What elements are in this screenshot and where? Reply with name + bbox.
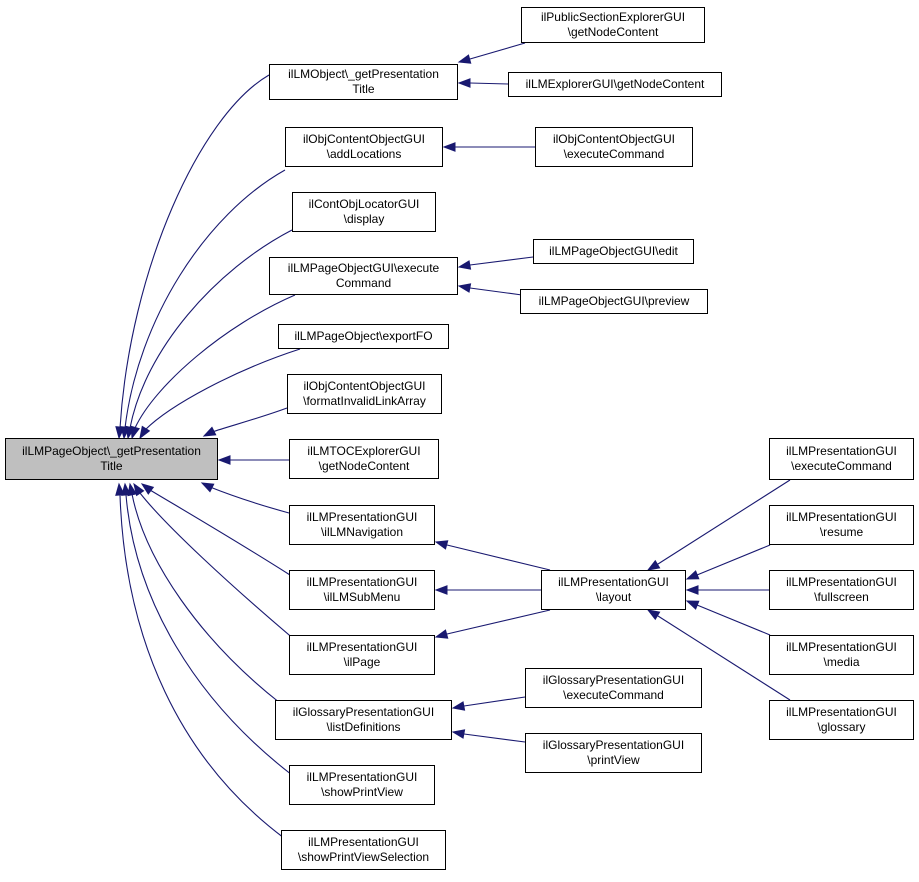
node-presentation-lm-navigation[interactable]: ilLMPresentationGUI \ilLMNavigation <box>289 505 435 545</box>
edge-export_fo-to-root <box>145 349 300 430</box>
node-toc-explorer-get-node-content[interactable]: ilLMTOCExplorerGUI \getNodeContent <box>289 439 439 479</box>
edge-lmobject_gpt-to-root <box>120 75 269 428</box>
node-presentation-show-print-view-selection[interactable]: ilLMPresentationGUI \showPrintViewSelect… <box>281 830 446 870</box>
node-page-object-gui-execute-command[interactable]: ilLMPageObjectGUI\execute Command <box>269 257 458 295</box>
edge-obj_format-to-root <box>212 408 287 432</box>
arrowhead-pres_full-to-pres_layout <box>687 586 698 594</box>
edge-tail-pres_sub-to-root <box>150 490 151 491</box>
node-presentation-media[interactable]: ilLMPresentationGUI \media <box>769 635 914 675</box>
arrowhead-glo_exec-to-glo_list <box>453 702 465 710</box>
edge-pres_layout-to-pres_nav <box>447 545 550 570</box>
node-presentation-execute-command[interactable]: ilLMPresentationGUI \executeCommand <box>769 438 914 480</box>
node-presentation-il-page[interactable]: ilLMPresentationGUI \ilPage <box>289 635 435 675</box>
edge-pres_sub-to-root <box>150 490 290 575</box>
arrowhead-toc-to-root <box>219 456 230 464</box>
edge-tail-export_fo-to-root <box>145 429 146 430</box>
edge-glo_list-to-root <box>132 494 280 703</box>
arrowhead-pog_edit-to-pog_exec <box>459 261 471 269</box>
arrowhead-pres_layout-to-pres_nav <box>436 541 448 549</box>
node-presentation-resume[interactable]: ilLMPresentationGUI \resume <box>769 505 914 545</box>
node-obj-content-add-locations[interactable]: ilObjContentObjectGUI \addLocations <box>285 127 443 167</box>
node-glossary-execute-command[interactable]: ilGlossaryPresentationGUI \executeComman… <box>525 668 702 708</box>
arrowhead-pres_gloss-to-pres_layout <box>648 610 660 619</box>
arrowhead-lm_explorer-to-lmobject_gpt <box>459 79 470 87</box>
node-obj-content-execute-command[interactable]: ilObjContentObjectGUI \executeCommand <box>535 127 693 167</box>
arrowhead-export_fo-to-root <box>140 426 149 438</box>
edge-lm_explorer-to-lmobject_gpt <box>470 83 508 84</box>
arrowhead-pres_layout-to-pres_sub <box>436 586 447 594</box>
edge-glo_print-to-glo_list <box>464 734 525 742</box>
node-lmobject-get-presentation-title[interactable]: ilLMObject\_getPresentation Title <box>269 64 458 100</box>
edge-pub_section-to-lmobject_gpt <box>470 43 525 59</box>
arrowhead-pres_exec-to-pres_layout <box>648 561 660 570</box>
edge-pres_layout-to-pres_page <box>447 610 550 634</box>
node-lm-explorer[interactable]: ilLMExplorerGUI\getNodeContent <box>508 72 722 97</box>
node-glossary-list-definitions[interactable]: ilGlossaryPresentationGUI \listDefinitio… <box>275 700 452 740</box>
node-public-section-explorer[interactable]: ilPublicSectionExplorerGUI \getNodeConte… <box>521 7 705 43</box>
node-presentation-glossary[interactable]: ilLMPresentationGUI \glossary <box>769 700 914 740</box>
node-glossary-print-view[interactable]: ilGlossaryPresentationGUI \printView <box>525 733 702 773</box>
node-root: ilLMPageObject\_getPresentation Title <box>5 438 218 480</box>
node-obj-content-format-invalid-link-array[interactable]: ilObjContentObjectGUI \formatInvalidLink… <box>287 374 442 414</box>
arrowhead-obj_format-to-root <box>204 427 216 436</box>
node-presentation-layout[interactable]: ilLMPresentationGUI \layout <box>541 570 686 610</box>
edge-pres_print_sel-to-root <box>120 495 284 838</box>
arrowhead-pog_preview-to-pog_exec <box>459 284 471 292</box>
node-presentation-show-print-view[interactable]: ilLMPresentationGUI \showPrintView <box>289 765 435 805</box>
edge-pog_edit-to-pog_exec <box>470 257 533 265</box>
arrowhead-pub_section-to-lmobject_gpt <box>459 55 471 63</box>
arrowhead-pres_sub-to-root <box>142 484 153 494</box>
edge-pog_exec-to-root <box>135 295 295 428</box>
arrowhead-glo_print-to-glo_list <box>453 730 465 738</box>
node-page-object-gui-preview[interactable]: ilLMPageObjectGUI\preview <box>520 289 708 314</box>
edge-pres_resume-to-pres_layout <box>697 545 770 575</box>
node-cont-obj-locator-display[interactable]: ilContObjLocatorGUI \display <box>292 192 436 232</box>
node-page-object-export-fo[interactable]: ilLMPageObject\exportFO <box>278 324 449 349</box>
arrowhead-obj_exec-to-obj_add <box>444 143 455 151</box>
edge-pres_nav-to-root <box>210 487 289 513</box>
node-presentation-fullscreen[interactable]: ilLMPresentationGUI \fullscreen <box>769 570 914 610</box>
edge-pres_page-to-root <box>140 493 295 640</box>
edge-glo_exec-to-glo_list <box>464 697 525 706</box>
node-page-object-gui-edit[interactable]: ilLMPageObjectGUI\edit <box>533 239 694 264</box>
arrowhead-pres_nav-to-root <box>202 483 214 492</box>
node-presentation-lm-sub-menu[interactable]: ilLMPresentationGUI \ilLMSubMenu <box>289 570 435 610</box>
edge-pog_preview-to-pog_exec <box>470 288 522 295</box>
edge-pres_media-to-pres_layout <box>697 605 770 635</box>
arrowhead-pres_layout-to-pres_page <box>436 630 448 638</box>
